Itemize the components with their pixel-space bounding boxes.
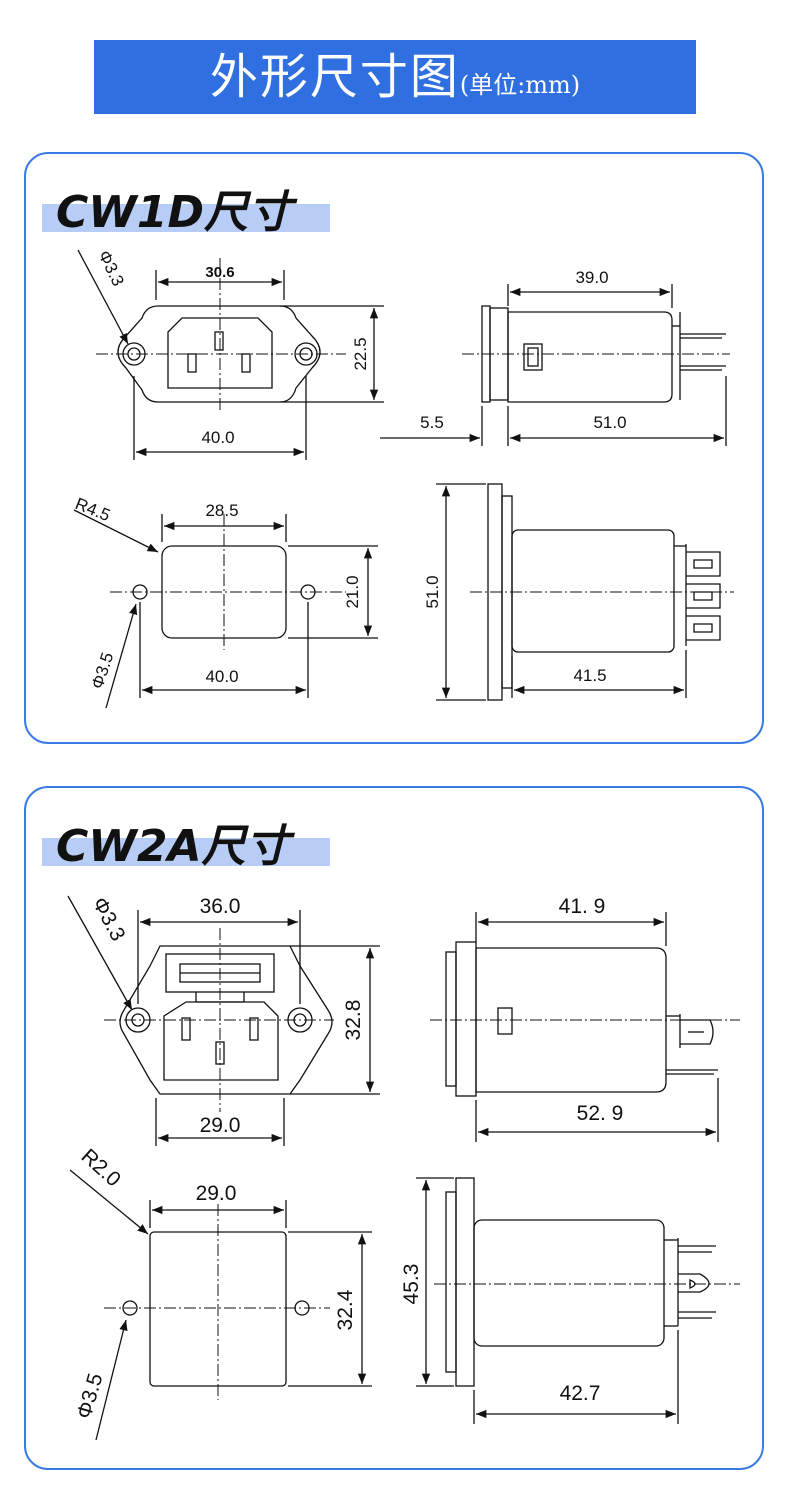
cw1d-cutout-width-label: 40.0: [205, 667, 238, 686]
cw2a-top-height-label: 45.3: [400, 1264, 423, 1305]
cw1d-front-hole-label: Φ3.3: [94, 247, 127, 289]
cw1d-side-body-label: 51.0: [593, 413, 626, 432]
cw1d-side-top-label: 39.0: [575, 268, 608, 287]
cw1d-side-view: [380, 284, 730, 446]
cw1d-front-top-label: 30.6: [205, 264, 234, 281]
cw2a-front-view: [67, 895, 380, 1146]
cw2a-cutout-height-label: 32.4: [334, 1289, 357, 1330]
cw2a-panel: CW2A尺寸: [24, 786, 764, 1470]
cw2a-front-width-label: 29.0: [200, 1114, 241, 1137]
cw2a-top-length-label: 42.7: [560, 1382, 601, 1405]
cw2a-front-height-label: 32.8: [342, 1000, 365, 1041]
cw2a-side-top-label: 41. 9: [559, 895, 606, 918]
cw2a-title-text: CW2A尺寸: [56, 821, 290, 872]
cw1d-front-view: [77, 249, 384, 460]
cw1d-cutout-view: [73, 509, 378, 709]
cw1d-cutout-top-label: 28.5: [205, 501, 238, 520]
title-highlight: [42, 204, 330, 232]
cw2a-front-hole-label: Φ3.3: [88, 894, 130, 945]
cw2a-cutout-view: [69, 1169, 372, 1441]
banner-unit: (单位:mm): [459, 71, 581, 99]
cw2a-side-view: [430, 912, 740, 1142]
cw2a-cutout-radius-label: R2.0: [77, 1145, 125, 1192]
cw2a-top-view: [416, 1177, 740, 1424]
cw2a-side-body-label: 52. 9: [577, 1102, 624, 1125]
cw1d-top-height-label: 51.0: [423, 575, 442, 608]
cw2a-front-top-label: 36.0: [200, 895, 241, 918]
cw1d-title-text: CW1D尺寸: [56, 187, 292, 238]
cw1d-panel: CW1D尺寸: [24, 152, 764, 744]
cw1d-top-view: [436, 483, 734, 701]
cw1d-cutout-height-label: 21.0: [343, 575, 362, 608]
title-highlight: [42, 838, 330, 866]
cw2a-cutout-top-label: 29.0: [196, 1182, 237, 1205]
cw1d-top-length-label: 41.5: [573, 666, 606, 685]
banner-title: 外形尺寸图: [209, 49, 460, 105]
cw1d-front-height-label: 22.5: [351, 337, 370, 370]
cw1d-cutout-radius-label: R4.5: [73, 494, 113, 525]
cw1d-side-flange-label: 5.5: [420, 413, 444, 432]
title-banner: 外形尺寸图(单位:mm): [94, 40, 696, 114]
cw1d-front-width-label: 40.0: [201, 428, 234, 447]
